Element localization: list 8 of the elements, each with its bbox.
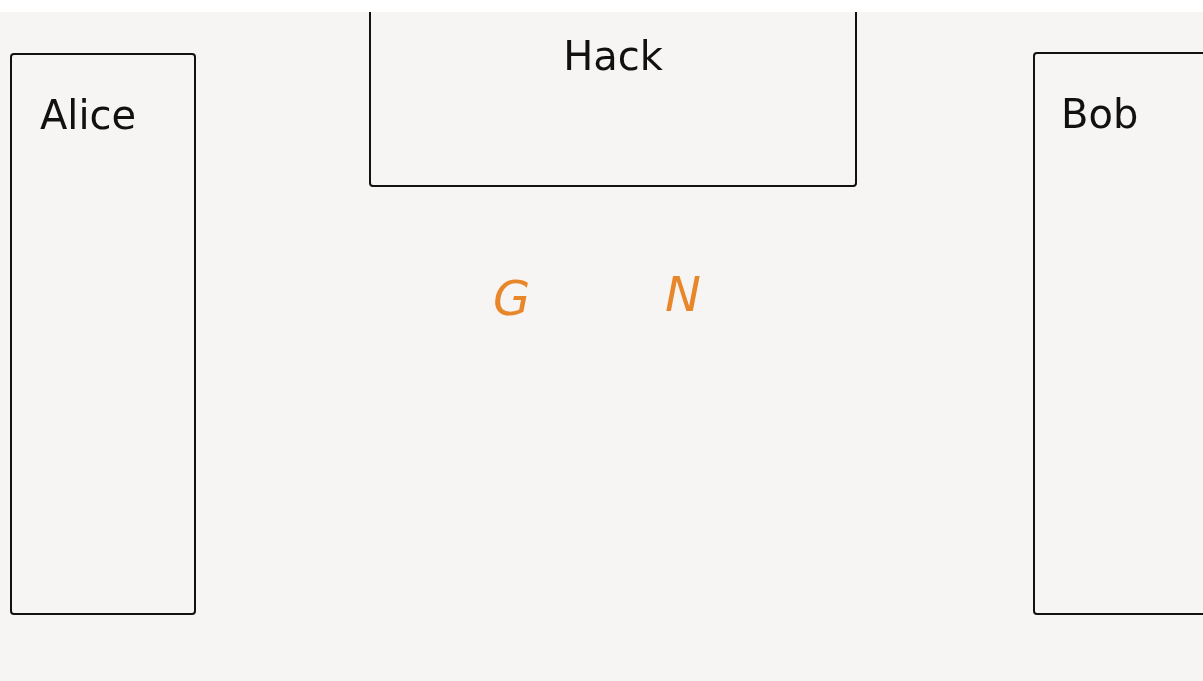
letter-label: N — [665, 270, 701, 318]
box-title: Hack — [562, 36, 664, 76]
box-title: Bob — [1061, 94, 1139, 134]
box-title: Alice — [40, 95, 137, 135]
box — [10, 53, 196, 615]
box — [1033, 52, 1203, 615]
box — [369, 12, 857, 187]
letter-label: G — [493, 274, 531, 322]
